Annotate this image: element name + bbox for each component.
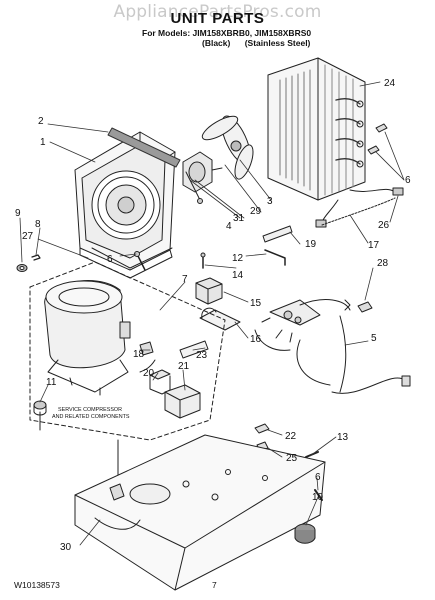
condenser-screws [367,123,388,155]
callout-6-base: 6 [315,472,321,483]
callout-30: 30 [60,542,72,553]
callout-31: 31 [233,213,245,224]
callout-numbers: 1 2 3 4 5 6 6 6 7 8 9 10 11 12 13 14 15 … [15,78,411,553]
variant-stainless: (Stainless Steel) [244,38,311,48]
callout-29: 29 [250,206,262,217]
callout-24: 24 [384,78,396,89]
callout-20: 20 [143,368,155,379]
compressor-assembly [29,261,226,441]
callout-2: 2 [38,116,44,127]
capacitor-bracket [199,307,241,331]
foam-strip [262,225,293,243]
callout-22: 22 [285,431,297,442]
shroud-bolt [134,251,146,271]
condenser-coil [267,57,366,201]
models-label: For Models: JIM158XBRB0, JIM158XBRS0 [142,28,312,38]
service-note-line-2: AND RELATED COMPONENTS [52,414,130,420]
callout-21: 21 [178,361,190,372]
fan-blade [201,115,254,180]
callout-3: 3 [267,196,273,207]
callout-11: 11 [46,377,57,388]
callout-26: 26 [378,220,390,231]
harness-clip [254,423,270,434]
callout-16: 16 [250,334,262,345]
fan-shroud [74,131,176,279]
callout-4: 4 [226,221,232,232]
gasket-strip [107,127,181,168]
retaining-clip [31,254,41,261]
main-wire-harness [254,299,411,394]
callout-18: 18 [133,349,145,360]
callout-8: 8 [35,219,41,230]
service-note-line-1: SERVICE COMPRESSOR [58,407,122,413]
callout-10: 10 [312,492,324,503]
model-variants: (Black) (Stainless Steel) [202,38,322,48]
callout-23: 23 [196,350,208,361]
page-number: 7 [212,580,217,590]
callout-17: 17 [368,240,380,251]
callout-9: 9 [15,208,21,219]
wire-clip [357,301,373,313]
callout-25: 25 [286,453,298,464]
callout-leader-lines [19,81,405,546]
callout-27: 27 [22,231,34,242]
callout-12: 12 [232,253,244,264]
leveling-screw [314,489,323,501]
callout-6-shroud: 6 [107,254,113,265]
bracket-clip [264,249,286,266]
condenser-thermistor [315,187,404,228]
callout-15: 15 [250,298,262,309]
callout-7: 7 [182,274,188,285]
leveling-leg [294,523,316,544]
base-pan [74,434,326,591]
motor-mount-screw [185,171,203,204]
callout-13: 13 [337,432,349,443]
variant-black: (Black) [202,38,231,48]
callout-19: 19 [305,239,317,250]
grommet [16,264,28,272]
callout-6-condenser: 6 [405,175,411,186]
callout-1: 1 [40,137,46,148]
callout-28: 28 [377,258,389,269]
condenser-wire-harness [321,197,396,226]
page-title: UNIT PARTS [170,10,265,27]
callout-14: 14 [232,270,244,281]
document-number: W10138573 [14,580,60,590]
relay-screw [200,252,206,269]
watermark: AppliancePartsPros.com [113,2,322,22]
fan-motor [182,151,223,193]
start-relay [195,277,223,305]
callout-5: 5 [371,333,377,344]
